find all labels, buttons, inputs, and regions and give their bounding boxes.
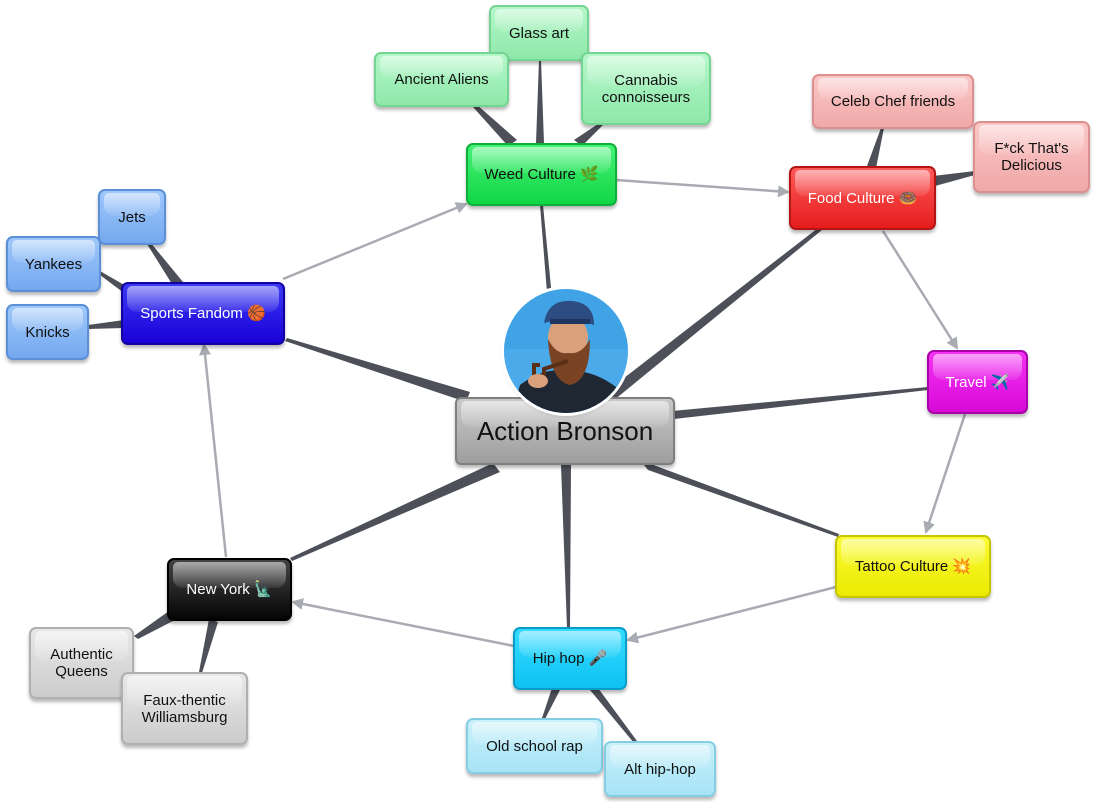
spoke-glass-art xyxy=(536,60,544,143)
node-tattoo-culture[interactable]: Tattoo Culture 💥 xyxy=(835,535,991,598)
spoke-fauxthentic xyxy=(199,619,218,673)
node-knicks-label: Knicks xyxy=(25,323,70,341)
node-hip-hop[interactable]: Hip hop 🎤 xyxy=(513,627,627,690)
spoke-tattoo xyxy=(640,460,839,537)
spoke-sports xyxy=(285,338,470,402)
node-cannabis-connoisseurs-label: Cannabis connoisseurs xyxy=(601,71,691,106)
node-travel[interactable]: Travel ✈️ xyxy=(927,350,1028,414)
node-weed-culture[interactable]: Weed Culture 🌿 xyxy=(466,143,617,206)
node-sports-fandom[interactable]: Sports Fandom 🏀 xyxy=(121,282,285,345)
spoke-cannabis xyxy=(574,122,604,146)
node-ancient-aliens-label: Ancient Aliens xyxy=(394,71,489,88)
node-sports-fandom-label: Sports Fandom 🏀 xyxy=(140,305,266,322)
spoke-celeb-chef xyxy=(867,128,884,168)
node-fauxthentic-williamsburg-label: Faux-thentic Williamsburg xyxy=(141,691,228,726)
node-alt-hip-hop-label: Alt hip-hop xyxy=(624,760,696,778)
node-celeb-chef-friends-label: Celeb Chef friends xyxy=(830,93,956,110)
node-tattoo-culture-label: Tattoo Culture 💥 xyxy=(854,558,972,575)
spoke-ancient-aliens xyxy=(473,104,517,146)
node-alt-hip-hop[interactable]: Alt hip-hop xyxy=(604,741,716,797)
node-hip-hop-label: Hip hop 🎤 xyxy=(532,650,608,667)
node-old-school-rap-label: Old school rap xyxy=(486,737,583,755)
arrow-hiphop-to-newyork xyxy=(291,598,515,648)
node-fauxthentic-williamsburg[interactable]: Faux-thentic Williamsburg xyxy=(121,672,248,745)
spoke-authentic-queens xyxy=(134,611,175,639)
spoke-newyork xyxy=(290,463,500,561)
node-glass-art-label: Glass art xyxy=(508,24,569,42)
arrow-travel-to-tattoo xyxy=(923,413,967,534)
node-jets-label: Jets xyxy=(118,208,146,226)
spoke-food xyxy=(602,228,822,405)
spoke-jets xyxy=(147,242,183,284)
spoke-fck-delicious xyxy=(933,171,975,186)
spoke-hiphop xyxy=(561,465,571,628)
node-food-culture[interactable]: Food Culture 🍩 xyxy=(789,166,936,230)
node-fck-thats-delicious-label: F*ck That's Delicious xyxy=(994,140,1069,174)
person-photo-icon xyxy=(504,289,628,413)
node-weed-culture-label: Weed Culture 🌿 xyxy=(484,166,599,183)
node-new-york[interactable]: New York 🗽 xyxy=(167,558,292,621)
node-celeb-chef-friends[interactable]: Celeb Chef friends xyxy=(812,74,974,129)
node-travel-label: Travel ✈️ xyxy=(945,373,1010,391)
node-ancient-aliens[interactable]: Ancient Aliens xyxy=(374,52,509,107)
spoke-alt-hiphop xyxy=(590,688,637,743)
node-cannabis-connoisseurs[interactable]: Cannabis connoisseurs xyxy=(581,52,711,125)
node-new-york-label: New York 🗽 xyxy=(186,581,273,598)
node-authentic-queens[interactable]: Authentic Queens xyxy=(29,627,134,699)
node-knicks[interactable]: Knicks xyxy=(6,304,89,360)
arrow-sports-to-weed xyxy=(282,202,468,281)
node-glass-art[interactable]: Glass art xyxy=(489,5,589,61)
arrow-newyork-to-sports xyxy=(199,343,228,558)
node-authentic-queens-label: Authentic Queens xyxy=(50,646,113,680)
node-yankees[interactable]: Yankees xyxy=(6,236,101,292)
node-yankees-label: Yankees xyxy=(24,255,83,273)
spoke-travel xyxy=(672,387,928,419)
spoke-old-school xyxy=(542,688,560,719)
arrow-weed-to-food xyxy=(615,178,790,198)
arrow-tattoo-to-hiphop xyxy=(626,585,837,644)
node-old-school-rap[interactable]: Old school rap xyxy=(466,718,603,774)
arrow-food-to-travel xyxy=(881,230,959,350)
spoke-knicks xyxy=(88,320,124,329)
node-fck-thats-delicious[interactable]: F*ck That's Delicious xyxy=(973,121,1090,193)
center-node-label: Action Bronson xyxy=(476,416,654,446)
node-food-culture-label: Food Culture 🍩 xyxy=(807,189,918,207)
node-jets[interactable]: Jets xyxy=(98,189,166,245)
